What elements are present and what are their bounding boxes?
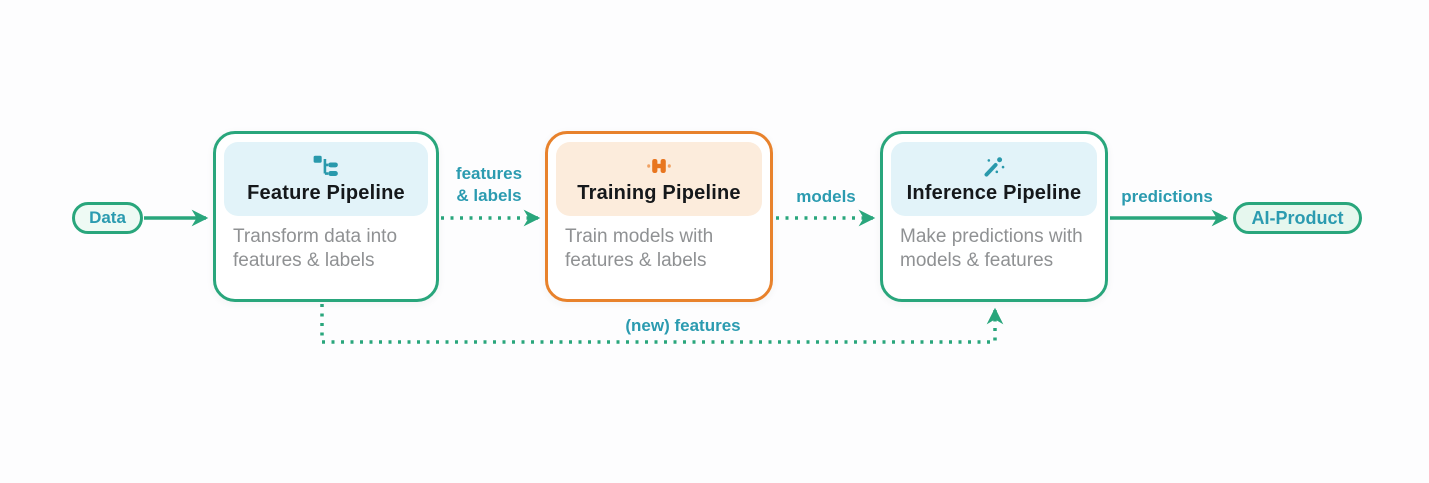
training-pipeline-title: Training Pipeline (577, 182, 741, 204)
ai-product-node: AI-Product (1233, 202, 1362, 234)
edge-label-line: features (455, 164, 523, 183)
feature-pipeline-node: Feature Pipeline Transform data into fea… (213, 131, 439, 302)
description-line: features & labels (233, 250, 375, 271)
edge-feedback-new-features (320, 304, 1004, 344)
inference-pipeline-title: Inference Pipeline (906, 182, 1082, 204)
description-line: features & labels (565, 250, 707, 271)
data-node: Data (72, 202, 143, 234)
description-line: models & features (900, 250, 1054, 271)
inference-pipeline-header: Inference Pipeline (891, 142, 1097, 216)
edge-label-models: models (796, 187, 856, 206)
edge-label-line: & labels (456, 186, 522, 205)
inference-pipeline-description: Make predictions with models & features (900, 225, 1091, 273)
edge-label-predictions: predictions (1121, 187, 1213, 206)
edge-label-features-labels: features & labels (456, 163, 522, 207)
training-pipeline-node: Training Pipeline Train models with feat… (545, 131, 773, 302)
training-pipeline-description: Train models with features & labels (565, 225, 756, 273)
feature-pipeline-description: Transform data into features & labels (233, 225, 422, 273)
data-node-label: Data (89, 208, 126, 227)
inference-pipeline-node: Inference Pipeline Make predictions with… (880, 131, 1108, 302)
dumbbell-icon (647, 159, 671, 173)
description-line: Train models with (565, 226, 714, 247)
feature-pipeline-title: Feature Pipeline (247, 182, 405, 204)
description-line: Transform data into (233, 226, 398, 247)
ai-product-node-label: AI-Product (1251, 207, 1344, 228)
description-line: Make predictions with (900, 226, 1083, 247)
training-pipeline-header: Training Pipeline (556, 142, 762, 216)
edge-label-new-features: (new) features (625, 316, 741, 335)
magic-wand-icon (984, 157, 1005, 177)
tree-structure-icon (313, 155, 338, 177)
feature-pipeline-header: Feature Pipeline (224, 142, 428, 216)
